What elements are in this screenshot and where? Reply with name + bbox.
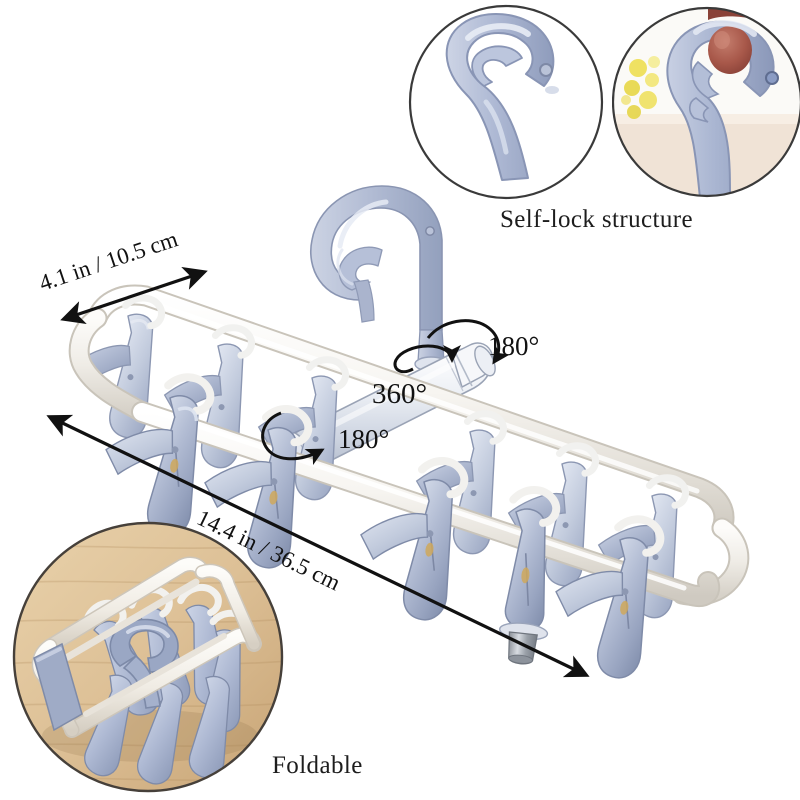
length-dimension-arrow bbox=[46, 414, 590, 678]
rotation-arc-360 bbox=[393, 344, 461, 374]
inset-self-lock-open bbox=[612, 6, 800, 198]
hook-rivet-icon bbox=[765, 71, 779, 85]
flowers-decoration bbox=[621, 56, 660, 119]
self-lock-caption: Self-lock structure bbox=[500, 206, 693, 233]
inset-self-lock-closed bbox=[408, 4, 604, 200]
hook-rivet bbox=[425, 226, 435, 236]
barrel-right-cap bbox=[451, 342, 496, 389]
inset-foldable bbox=[12, 521, 284, 793]
rotation-label-180-top: 180° bbox=[488, 331, 540, 361]
rotation-label-360: 360° bbox=[372, 378, 428, 410]
thumb-tip bbox=[708, 26, 752, 74]
rotation-arc-180-top bbox=[426, 319, 510, 365]
rotation-arc-180-bottom bbox=[261, 411, 325, 466]
folded-swivel-block bbox=[33, 642, 83, 732]
hook-rivet-icon bbox=[539, 63, 553, 77]
width-dimension-arrow bbox=[60, 266, 208, 325]
foldable-caption: Foldable bbox=[272, 752, 363, 779]
rotation-label-180-bottom: 180° bbox=[338, 424, 390, 454]
